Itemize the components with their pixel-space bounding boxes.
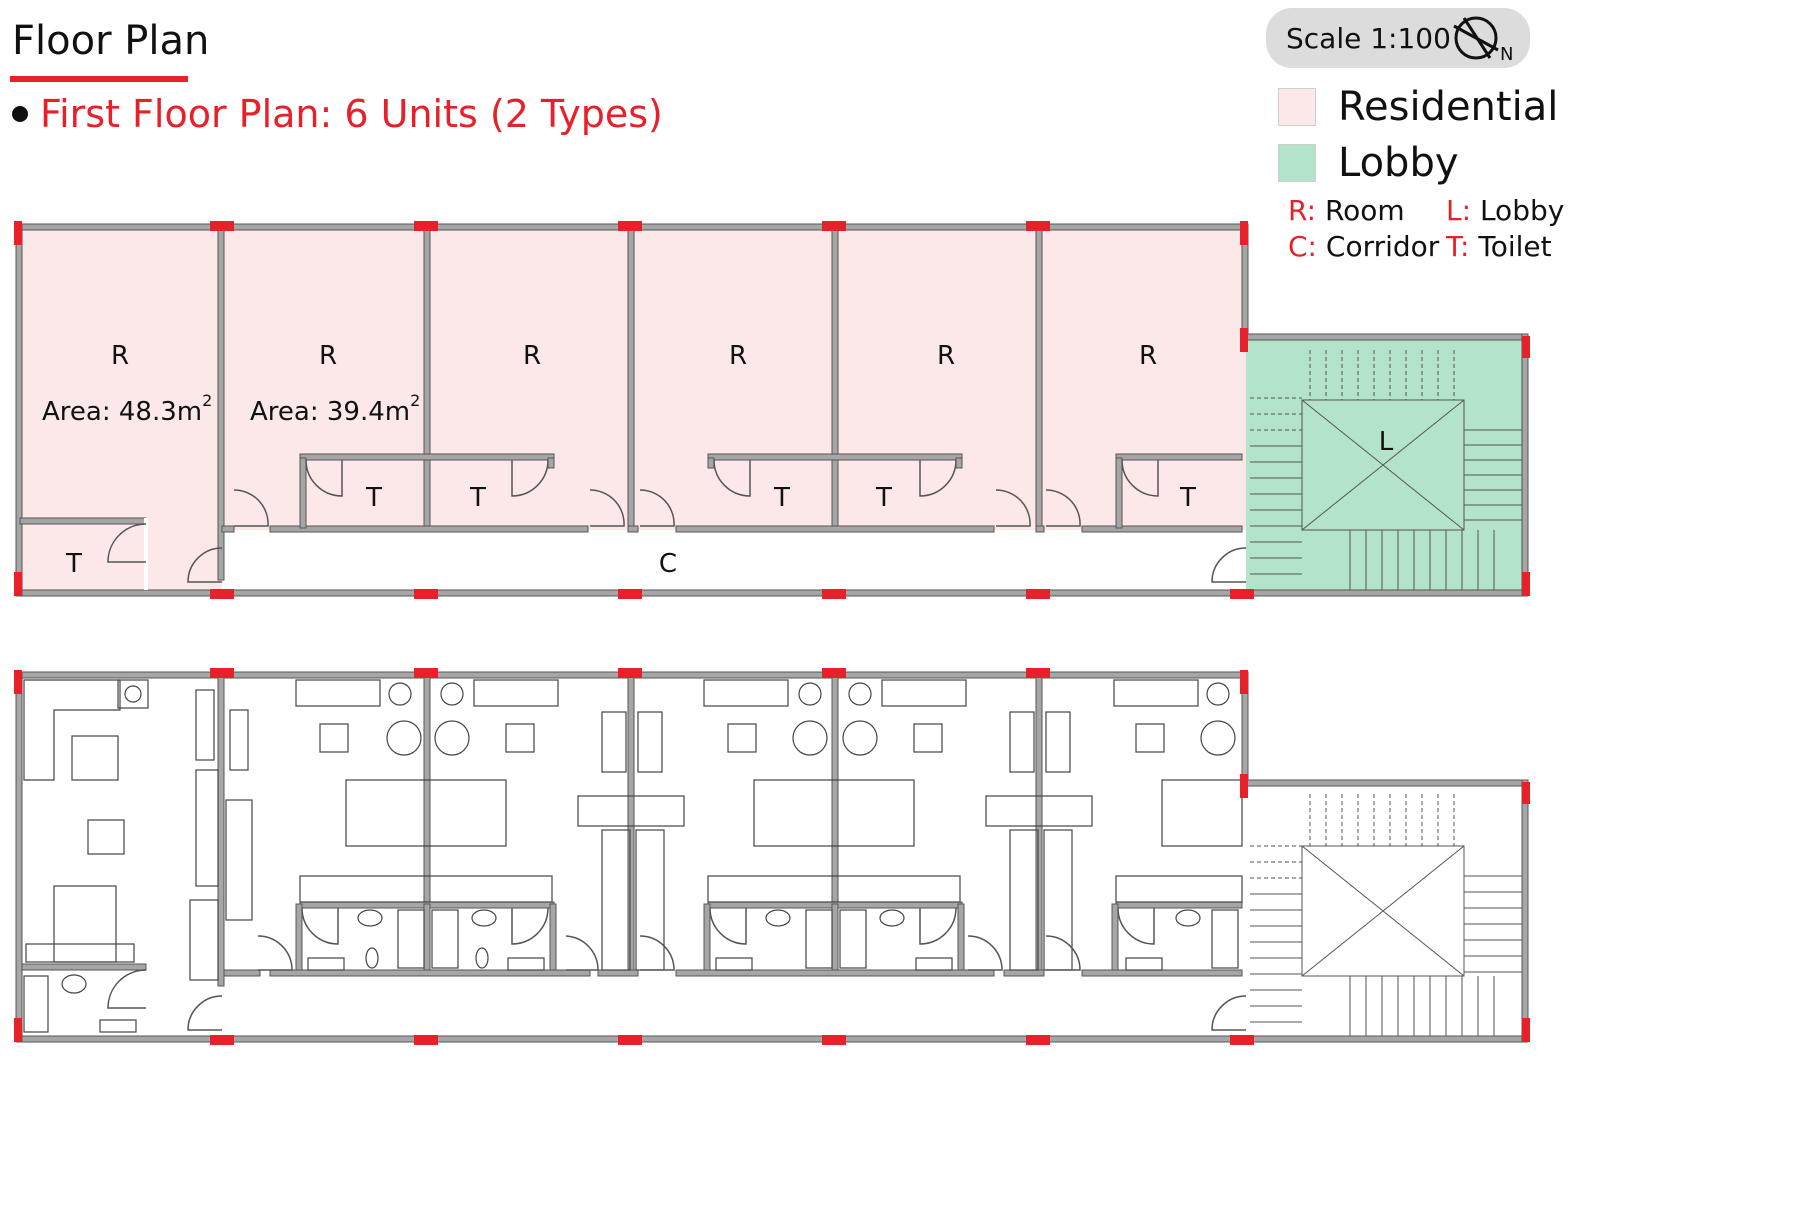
north-label: N xyxy=(1500,44,1513,64)
bottom-stairs xyxy=(1250,794,1522,1036)
scale-label: Scale 1:100 xyxy=(1286,21,1451,55)
toilet-label-5: T xyxy=(875,483,892,513)
legend-item-lobby: Lobby xyxy=(1278,140,1459,186)
abbr-toilet: T: Toilet xyxy=(1446,230,1552,263)
abbr-corridor: C: Corridor xyxy=(1288,230,1440,263)
legend-label-lobby: Lobby xyxy=(1338,140,1459,186)
legend-item-residential: Residential xyxy=(1278,84,1558,130)
legend-swatch-residential xyxy=(1278,88,1316,126)
plan-subtitle: First Floor Plan: 6 Units (2 Types) xyxy=(12,92,663,136)
legend-label-residential: Residential xyxy=(1338,84,1559,130)
room-label-1: R xyxy=(111,341,129,371)
corridor-zone xyxy=(222,530,1246,594)
room-area-1: Area: 48.3m2 xyxy=(42,391,212,427)
room-label-4: R xyxy=(729,341,747,371)
bottom-plan-walls xyxy=(15,671,1529,1043)
abbr-room: R: Room xyxy=(1288,194,1405,227)
unit-furniture xyxy=(295,679,1243,971)
lobby-zone xyxy=(1246,336,1526,594)
lobby-stairs xyxy=(1250,350,1522,590)
toilet-label-2: T xyxy=(365,483,382,513)
plan-subtitle-text: First Floor Plan: 6 Units (2 Types) xyxy=(40,92,663,136)
toilet-label-3: T xyxy=(469,483,486,513)
room-label-3: R xyxy=(523,341,541,371)
room-label-2: R xyxy=(319,341,337,371)
toilet-label-6: T xyxy=(1179,483,1196,513)
page-title: Floor Plan xyxy=(12,18,210,64)
top-plan-column-markers xyxy=(14,221,1530,599)
bottom-plan-doors xyxy=(107,907,1247,1031)
bullet-icon xyxy=(12,106,28,122)
lobby-label: L xyxy=(1379,427,1394,457)
title-underline xyxy=(10,76,188,82)
toilet-label-1: T xyxy=(65,549,82,579)
room-area-2: Area: 39.4m2 xyxy=(250,391,420,427)
room-label-6: R xyxy=(1139,341,1157,371)
abbr-lobby: L: Lobby xyxy=(1446,194,1565,227)
north-arrow-icon: N xyxy=(1453,16,1513,64)
top-plan-doors xyxy=(107,459,1247,583)
room-label-5: R xyxy=(937,341,955,371)
toilet-label-4: T xyxy=(773,483,790,513)
legend-swatch-lobby xyxy=(1278,144,1316,182)
furniture xyxy=(23,679,253,1033)
bottom-plan-column-markers xyxy=(14,668,1530,1045)
corridor-label: C xyxy=(659,549,677,579)
scale-badge: Scale 1:100 xyxy=(1266,8,1530,68)
